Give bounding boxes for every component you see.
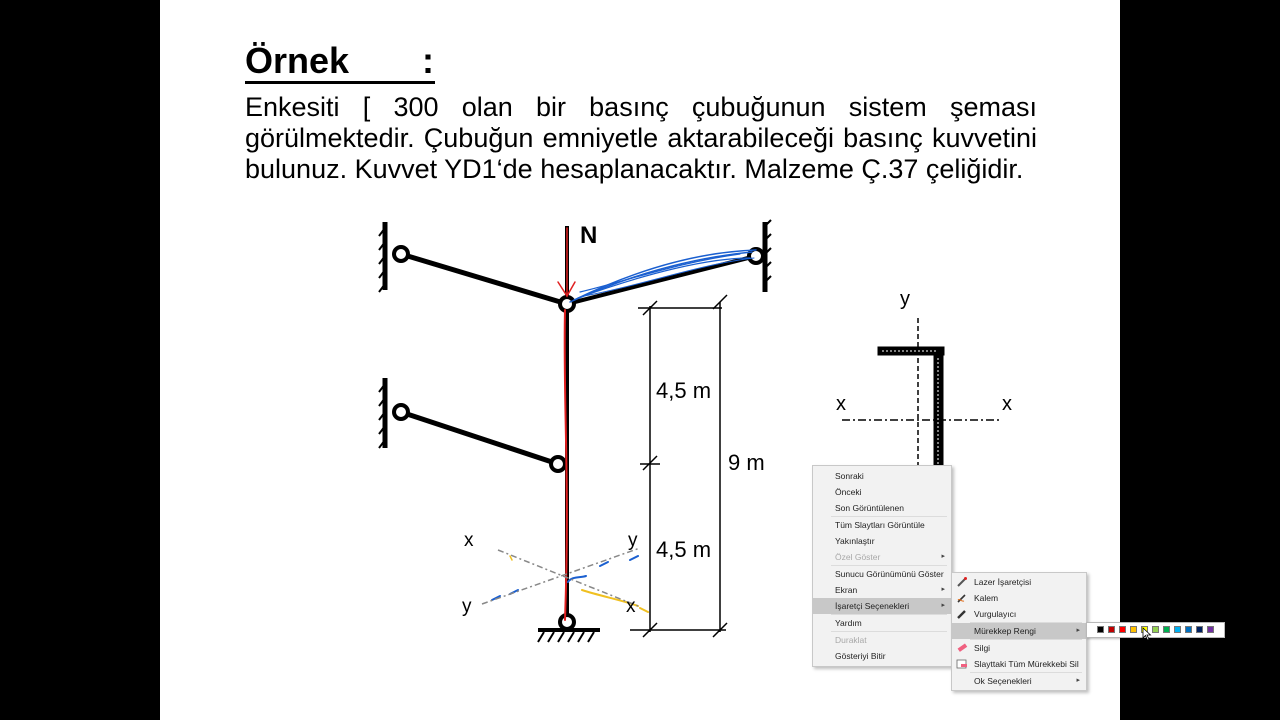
ink-color-swatch[interactable] — [1174, 626, 1181, 633]
eraser-icon — [957, 643, 968, 652]
laser-pointer-icon — [957, 577, 967, 587]
menu-pause: Duraklat — [813, 632, 951, 648]
menu-next-label: Sonraki — [835, 471, 864, 481]
structure-diagram — [378, 219, 1000, 643]
menu-arrow-options-label: Ok Seçenekleri — [974, 676, 1032, 686]
mouse-cursor-icon — [1142, 627, 1152, 641]
ink-color-swatch[interactable] — [1207, 626, 1214, 633]
menu-laser-pointer-label: Lazer İşaretçisi — [974, 577, 1032, 587]
menu-erase-all-ink-label: Slayttaki Tüm Mürekkebi Sil — [974, 659, 1079, 669]
menu-pointer-options[interactable]: İşaretçi Seçenekleri ▸ — [813, 598, 951, 614]
menu-screen[interactable]: Ekran ▸ — [813, 582, 951, 598]
menu-custom-show-label: Özel Göster — [835, 552, 881, 562]
menu-eraser[interactable]: Silgi — [952, 640, 1086, 656]
title-underline — [245, 81, 435, 84]
menu-screen-label: Ekran — [835, 585, 858, 595]
menu-separator — [970, 672, 1082, 673]
problem-text: Enkesiti [ 300 olan bir basınç çubuğunun… — [245, 92, 1037, 184]
submenu-arrow-icon: ▸ — [941, 586, 945, 593]
menu-separator — [831, 631, 947, 632]
dimension-bottom: 4,5 m — [656, 537, 712, 562]
erase-all-icon — [956, 659, 967, 669]
section-x-left-label: x — [836, 393, 846, 415]
pen-icon — [957, 594, 966, 603]
menu-presenter-view-label: Sunucu Görünümünü Göster — [835, 569, 944, 579]
menu-ink-color[interactable]: Mürekkep Rengi ▸ — [952, 623, 1086, 639]
menu-pen[interactable]: Kalem — [952, 590, 1086, 606]
menu-highlighter[interactable]: Vurgulayıcı — [952, 606, 1086, 622]
submenu-arrow-icon: ▸ — [941, 602, 945, 609]
menu-see-all-slides[interactable]: Tüm Slaytları Görüntüle — [813, 517, 951, 533]
ink-color-swatch[interactable] — [1185, 626, 1192, 633]
menu-previous[interactable]: Önceki — [813, 484, 951, 500]
menu-help-label: Yardım — [835, 618, 862, 628]
slideshow-context-menu: Sonraki Önceki Son Görüntülenen Tüm Slay… — [812, 465, 952, 667]
section-y-label: y — [900, 288, 910, 310]
menu-presenter-view[interactable]: Sunucu Görünümünü Göster — [813, 566, 951, 582]
menu-separator — [970, 622, 1082, 623]
menu-help[interactable]: Yardım — [813, 615, 951, 631]
menu-separator — [831, 614, 947, 615]
dimension-total: 9 m — [728, 450, 765, 475]
force-label: N — [580, 222, 598, 249]
menu-last-viewed[interactable]: Son Görüntülenen — [813, 500, 951, 516]
menu-pause-label: Duraklat — [835, 635, 867, 645]
ink-color-swatch[interactable] — [1130, 626, 1137, 633]
dimension-top: 4,5 m — [656, 378, 712, 403]
axis-x-top-label: x — [464, 530, 474, 551]
ink-color-swatch[interactable] — [1152, 626, 1159, 633]
menu-separator — [831, 565, 947, 566]
menu-arrow-options[interactable]: Ok Seçenekleri ▸ — [952, 673, 1086, 689]
menu-next[interactable]: Sonraki — [813, 468, 951, 484]
axis-y-bottom-label: y — [462, 596, 472, 617]
menu-previous-label: Önceki — [835, 487, 862, 497]
menu-erase-all-ink[interactable]: Slayttaki Tüm Mürekkebi Sil — [952, 656, 1086, 672]
menu-end-show-label: Gösteriyi Bitir — [835, 651, 886, 661]
ink-color-swatch[interactable] — [1163, 626, 1170, 633]
menu-eraser-label: Silgi — [974, 643, 991, 653]
section-x-right-label: x — [1002, 393, 1012, 415]
menu-separator — [970, 639, 1082, 640]
menu-separator — [831, 516, 947, 517]
ink-color-palette — [1086, 622, 1225, 638]
submenu-arrow-icon: ▸ — [1076, 627, 1080, 634]
ink-color-swatch[interactable] — [1097, 626, 1104, 633]
highlighter-icon — [957, 610, 966, 619]
submenu-arrow-icon: ▸ — [1076, 677, 1080, 684]
axis-y-top-label: y — [628, 530, 638, 551]
slide: Örnek : Enkesiti [ 300 olan bir basınç ç… — [160, 0, 1120, 720]
menu-pointer-options-label: İşaretçi Seçenekleri — [835, 601, 910, 611]
menu-zoom-in-label: Yakınlaştır — [835, 536, 875, 546]
pointer-options-submenu: Lazer İşaretçisi Kalem Vurgulayıcı Mürek… — [951, 572, 1087, 691]
slide-title: Örnek — [245, 40, 350, 81]
menu-zoom-in[interactable]: Yakınlaştır — [813, 533, 951, 549]
menu-custom-show: Özel Göster ▸ — [813, 549, 951, 565]
menu-end-show[interactable]: Gösteriyi Bitir — [813, 648, 951, 664]
slide-title-colon: : — [422, 40, 434, 81]
submenu-arrow-icon: ▸ — [941, 553, 945, 560]
menu-highlighter-label: Vurgulayıcı — [974, 609, 1017, 619]
ink-color-swatch[interactable] — [1119, 626, 1126, 633]
menu-last-viewed-label: Son Görüntülenen — [835, 503, 904, 513]
ink-color-swatch[interactable] — [1108, 626, 1115, 633]
menu-ink-color-label: Mürekkep Rengi — [974, 626, 1036, 636]
ink-color-swatch[interactable] — [1196, 626, 1203, 633]
menu-laser-pointer[interactable]: Lazer İşaretçisi — [952, 574, 1086, 590]
axis-x-bottom-label: x — [626, 596, 636, 617]
menu-pen-label: Kalem — [974, 593, 999, 603]
menu-see-all-slides-label: Tüm Slaytları Görüntüle — [835, 520, 925, 530]
